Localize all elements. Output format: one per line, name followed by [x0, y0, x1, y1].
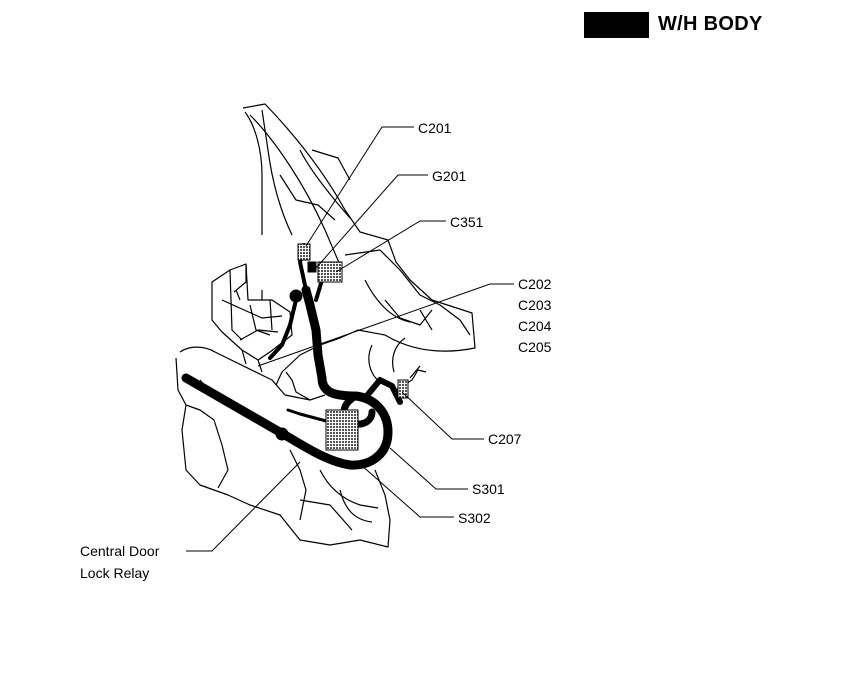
connector-blocks — [297, 243, 409, 451]
label-c207: C207 — [488, 431, 522, 447]
label-c203: C203 — [518, 297, 552, 313]
label-s301: S301 — [472, 481, 505, 497]
label-g201: G201 — [432, 168, 466, 184]
leader-c207 — [401, 391, 484, 440]
connector-c201 — [297, 243, 311, 261]
label-c205: C205 — [518, 339, 552, 355]
label-c204: C204 — [518, 318, 552, 334]
label-s302: S302 — [458, 510, 491, 526]
leader-s301 — [389, 447, 468, 490]
leader-c202-c205 — [257, 283, 514, 367]
leader-lines — [186, 126, 514, 552]
leader-c201 — [305, 126, 414, 247]
leader-c351 — [335, 220, 446, 273]
vehicle-body-structure — [175, 103, 476, 548]
label-c351: C351 — [450, 214, 484, 230]
callout-labels: C201 G201 C351 C202 C203 C204 C205 C207 … — [80, 120, 552, 581]
label-relay-line1: Central Door — [80, 543, 160, 559]
ground-g201 — [307, 261, 317, 273]
leader-relay — [186, 461, 301, 552]
leader-s302 — [359, 463, 454, 518]
header-black-bar — [584, 12, 649, 38]
leader-g201 — [315, 174, 428, 269]
label-relay-line2: Lock Relay — [80, 565, 149, 581]
connector-block-c202-c205 — [325, 409, 359, 451]
page-title: W/H BODY — [658, 13, 763, 35]
label-c201: C201 — [418, 120, 452, 136]
label-c202: C202 — [518, 276, 552, 292]
connector-c207 — [397, 379, 409, 399]
connector-c351 — [317, 261, 343, 283]
